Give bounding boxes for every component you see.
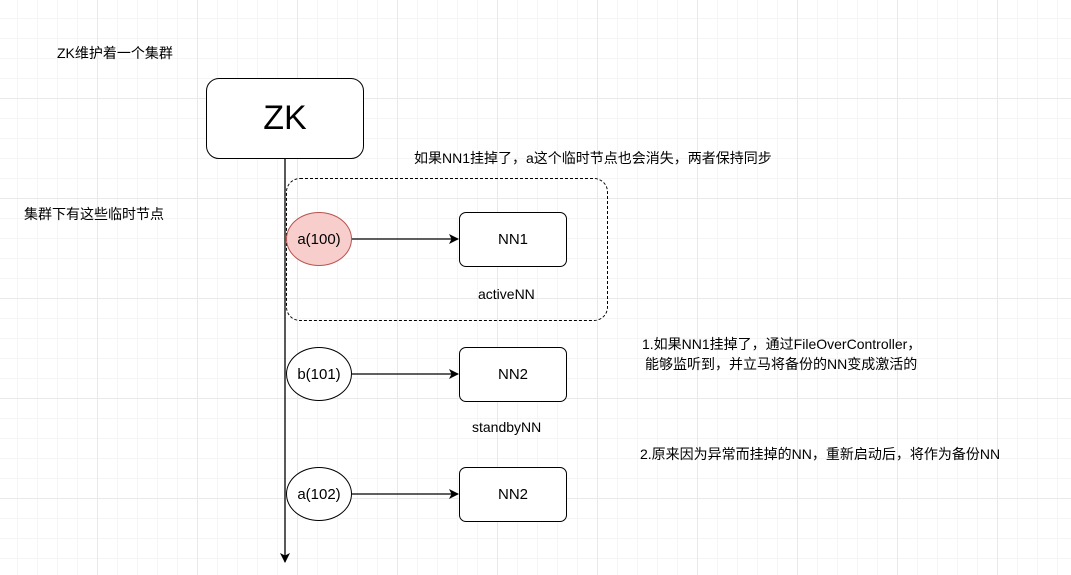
nn1-box: NN1 <box>459 212 567 267</box>
note-zk-cluster: ZK维护着一个集群 <box>57 45 173 61</box>
node-b101-label: b(101) <box>297 365 341 383</box>
node-b101: b(101) <box>286 347 352 401</box>
nn2-restarted-box: NN2 <box>459 467 567 522</box>
zk-label: ZK <box>263 99 307 137</box>
note-restart: 2.原来因为异常而挂掉的NN，重新启动后，将作为备份NN <box>640 446 1001 462</box>
note-failover-line2: 能够监听到，并立马将备份的NN变成激活的 <box>645 356 918 372</box>
zk-box: ZK <box>206 78 364 159</box>
role-active-label: activeNN <box>478 286 535 302</box>
nn2-restarted-label: NN2 <box>497 486 528 503</box>
note-failover-line1: 1.如果NN1挂掉了，通过FileOverController， <box>642 336 922 352</box>
note-sync: 如果NN1挂掉了，a这个临时节点也会消失，两者保持同步 <box>414 150 772 166</box>
node-a102-label: a(102) <box>297 485 341 503</box>
role-standby-label: standbyNN <box>472 419 542 435</box>
nn2-standby-box: NN2 <box>459 347 567 402</box>
note-ephemeral-nodes: 集群下有这些临时节点 <box>24 206 164 222</box>
nn1-label: NN1 <box>497 231 528 248</box>
node-a102: a(102) <box>286 467 352 521</box>
node-a100-label: a(100) <box>297 230 341 248</box>
sync-group-dashed-frame <box>286 178 608 321</box>
node-a100: a(100) <box>286 212 352 266</box>
nn2-standby-label: NN2 <box>497 366 528 383</box>
